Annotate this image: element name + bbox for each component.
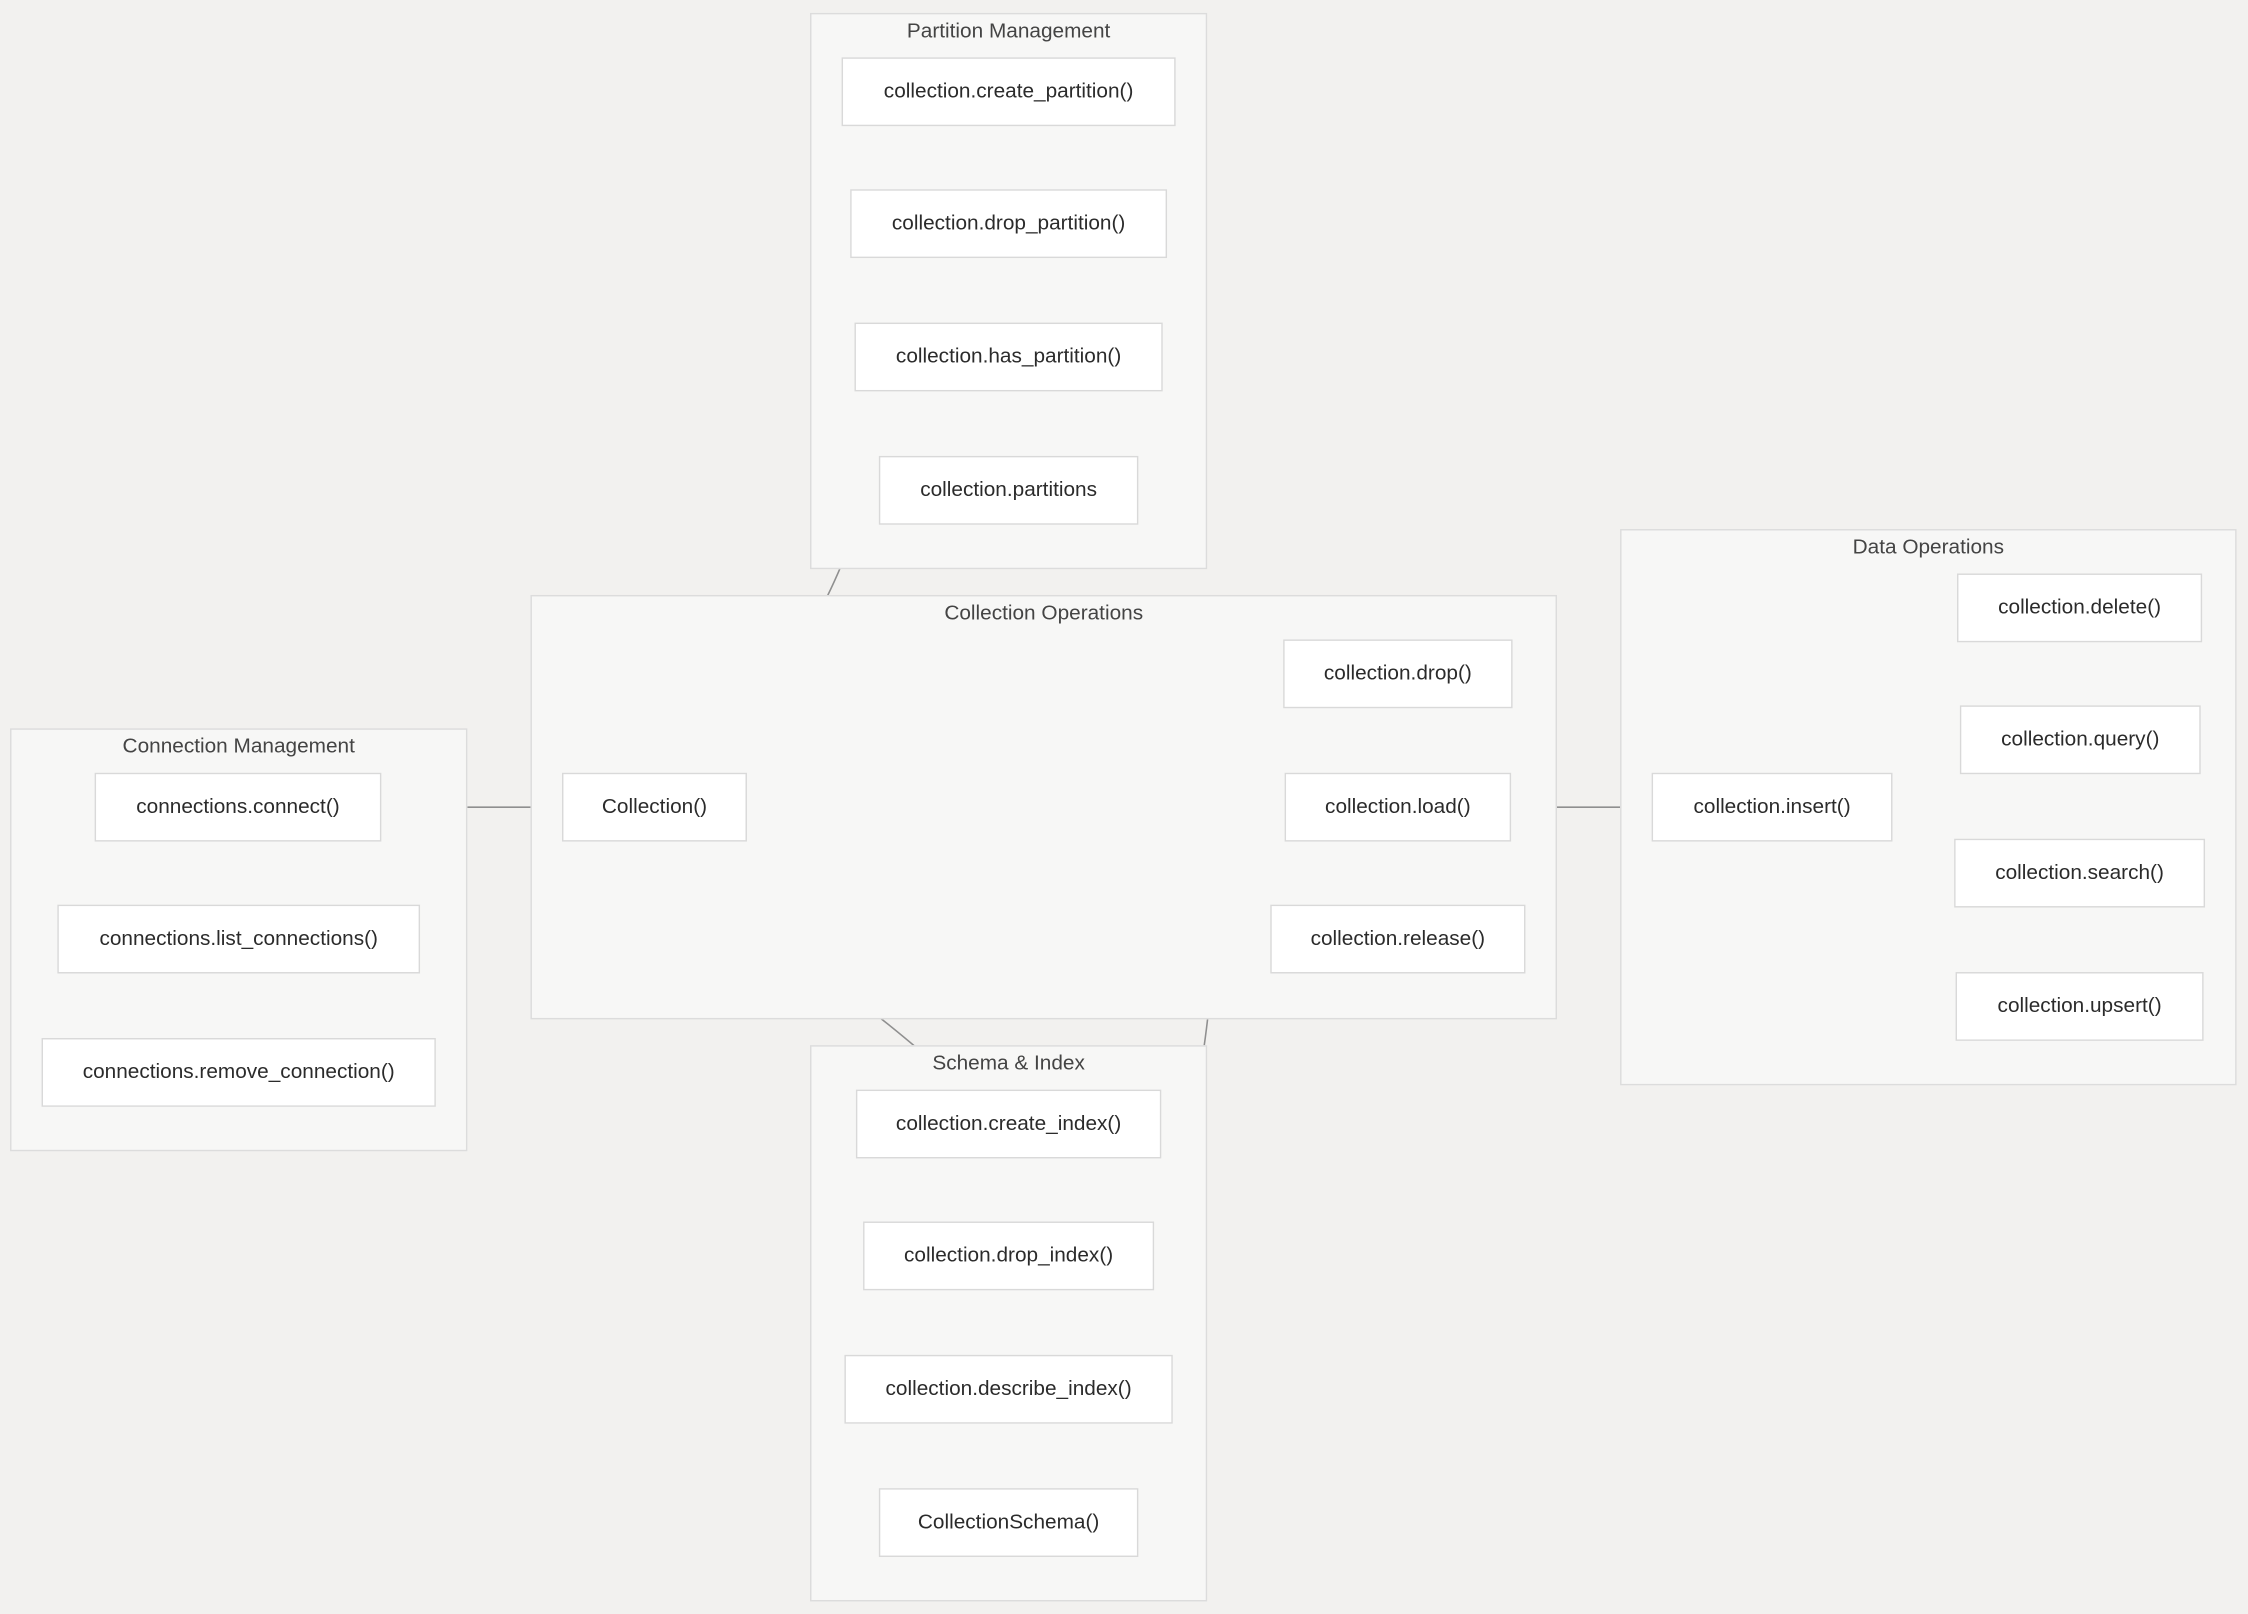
node-collection-upsert[interactable]: collection.upsert() [1955, 972, 2204, 1041]
node-create-partition[interactable]: collection.create_partition() [841, 57, 1176, 127]
node-remove-connection[interactable]: connections.remove_connection() [41, 1037, 436, 1107]
node-collection-delete[interactable]: collection.delete() [1957, 573, 2203, 643]
group-title: Connection Management [122, 735, 355, 759]
node-drop-index[interactable]: collection.drop_index() [863, 1221, 1155, 1291]
node-collection-drop[interactable]: collection.drop() [1283, 639, 1513, 709]
node-create-index[interactable]: collection.create_index() [855, 1089, 1162, 1159]
group-title: Schema & Index [932, 1052, 1085, 1076]
group-title: Data Operations [1852, 536, 2005, 560]
node-collection-schema[interactable]: CollectionSchema() [878, 1488, 1139, 1557]
node-connections-connect[interactable]: connections.connect() [94, 772, 382, 842]
node-collection-query[interactable]: collection.query() [1959, 705, 2201, 775]
node-collection-insert[interactable]: collection.insert() [1651, 772, 1893, 842]
node-partitions[interactable]: collection.partitions [878, 455, 1139, 525]
node-collection-release[interactable]: collection.release() [1270, 904, 1526, 974]
node-has-partition[interactable]: collection.has_partition() [854, 322, 1163, 392]
group-title: Partition Management [906, 20, 1111, 44]
node-list-connections[interactable]: connections.list_connections() [57, 904, 421, 974]
node-collection-search[interactable]: collection.search() [1954, 838, 2206, 908]
node-collection[interactable]: Collection() [562, 772, 747, 842]
node-drop-partition[interactable]: collection.drop_partition() [850, 189, 1168, 259]
node-collection-load[interactable]: collection.load() [1284, 772, 1512, 842]
group-title: Collection Operations [944, 602, 1144, 626]
node-describe-index[interactable]: collection.describe_index() [844, 1354, 1173, 1424]
